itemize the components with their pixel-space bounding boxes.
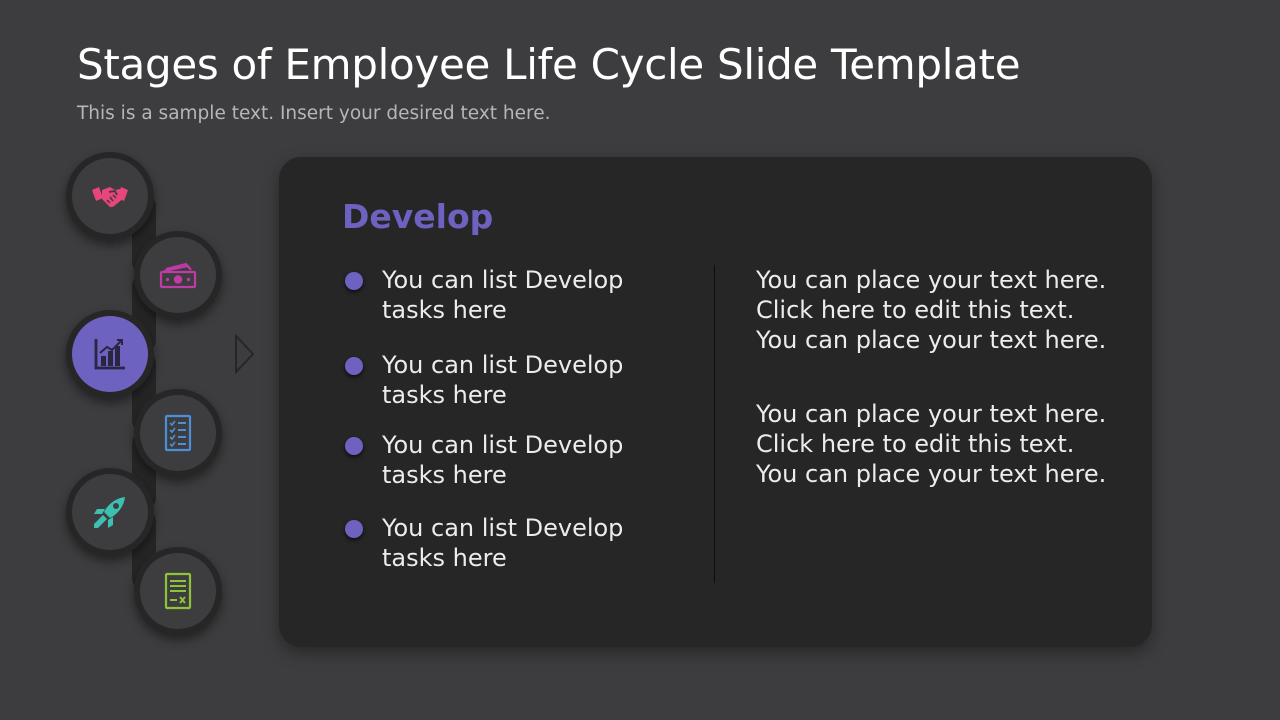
task-text: You can list Develop tasks here	[382, 514, 624, 572]
description-paragraph: You can place your text here. Click here…	[756, 266, 1107, 354]
stage-checklist-button[interactable]	[134, 389, 222, 477]
slide-subtitle: This is a sample text. Insert your desir…	[77, 103, 551, 124]
bullet-dot	[345, 437, 363, 455]
chart-icon	[94, 339, 125, 370]
bullet-dot	[345, 520, 363, 538]
task-list: You can list Develop tasks here You can …	[342, 157, 712, 647]
stage-document-button[interactable]	[134, 547, 222, 635]
slide-title: Stages of Employee Life Cycle Slide Temp…	[77, 40, 1021, 89]
task-text: You can list Develop tasks here	[382, 266, 624, 324]
card-title: Develop	[342, 197, 494, 236]
column-divider	[714, 265, 715, 583]
handshake-icon	[92, 187, 128, 208]
chevron-right-icon	[235, 334, 255, 374]
rocket-icon	[94, 497, 125, 528]
document-icon	[164, 572, 192, 610]
stage-chart-button[interactable]	[66, 310, 154, 398]
checklist-icon	[164, 414, 192, 452]
task-text: You can list Develop tasks here	[382, 431, 624, 489]
stage-handshake-button[interactable]	[66, 152, 154, 240]
money-icon	[159, 262, 197, 289]
stage-detail-card: Develop You can list Develop tasks here …	[279, 157, 1152, 647]
stage-timeline	[0, 0, 260, 720]
bullet-dot	[345, 357, 363, 375]
stage-money-button[interactable]	[134, 231, 222, 319]
bullet-dot	[345, 272, 363, 290]
description-paragraph: You can place your text here. Click here…	[756, 400, 1107, 488]
stage-rocket-button[interactable]	[66, 468, 154, 556]
task-text: You can list Develop tasks here	[382, 351, 624, 409]
